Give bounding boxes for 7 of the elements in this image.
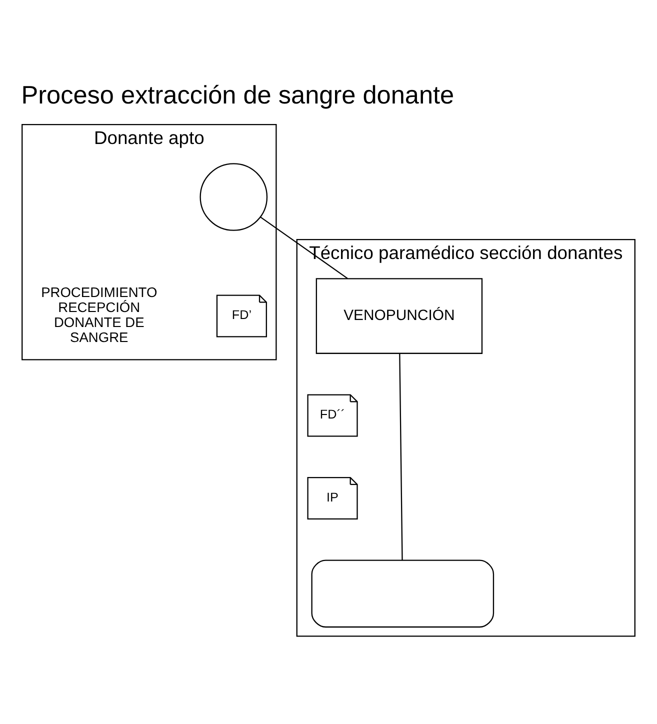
diagram-title: Proceso extracción de sangre donante xyxy=(21,81,454,110)
connector xyxy=(260,216,348,279)
node-box: VENOPUNCIÓN xyxy=(316,278,483,354)
node-circle xyxy=(200,163,268,231)
connector xyxy=(399,354,403,560)
node-oval xyxy=(311,560,494,628)
label: PROCEDIMIENTO RECEPCIÓN DONANTE DE SANGRE xyxy=(41,285,158,345)
